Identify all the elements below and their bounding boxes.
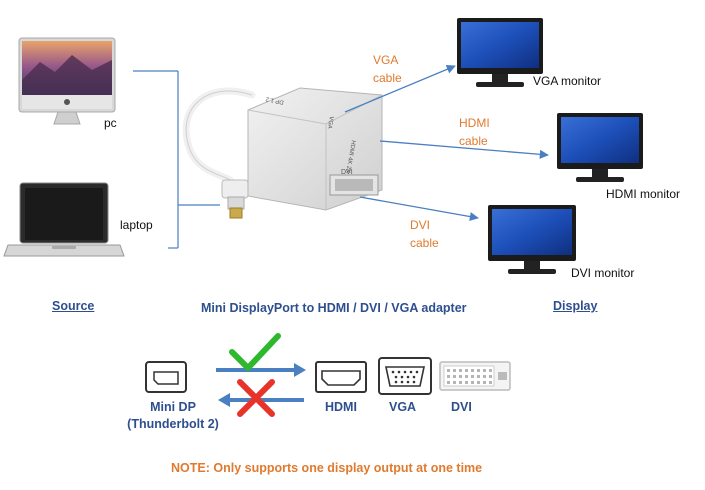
vga-port-icon bbox=[378, 357, 432, 395]
output-arrows bbox=[344, 64, 549, 222]
adapter-dp-label: DP 1.2 bbox=[265, 95, 285, 105]
adapter-hdmi-label: HDMI 4K 2K bbox=[344, 140, 356, 174]
hdmi-port-label: HDMI bbox=[325, 400, 357, 414]
forward-arrow bbox=[216, 363, 306, 377]
source-heading: Source bbox=[52, 299, 95, 313]
adapter-vga-label: VGA bbox=[326, 116, 334, 130]
mini-dp-label-line2: (Thunderbolt 2) bbox=[127, 417, 219, 431]
note-text: NOTE: Only supports one display output a… bbox=[171, 461, 483, 475]
dvi-cable-line1: DVI bbox=[410, 218, 431, 232]
hdmi-cable-line1: HDMI bbox=[459, 116, 490, 130]
dvi-port-icon bbox=[439, 361, 511, 391]
hdmi-cable-label: HDMI cable bbox=[459, 114, 490, 150]
vga-cable-line1: VGA bbox=[373, 53, 399, 67]
laptop-label: laptop bbox=[120, 218, 153, 232]
vga-monitor-icon bbox=[457, 18, 543, 87]
laptop-icon bbox=[3, 182, 125, 257]
vga-monitor-label: VGA monitor bbox=[533, 74, 602, 88]
adapter-cable bbox=[182, 87, 256, 186]
pc-icon bbox=[18, 37, 116, 125]
dvi-monitor-icon bbox=[488, 205, 576, 274]
vga-cable-label: VGA cable bbox=[373, 51, 402, 87]
hdmi-cable-line2: cable bbox=[459, 134, 488, 148]
display-heading: Display bbox=[553, 299, 598, 313]
check-icon bbox=[229, 333, 281, 371]
dvi-port-label: DVI bbox=[451, 400, 472, 414]
dvi-cable-line2: cable bbox=[410, 236, 439, 250]
adapter-body bbox=[247, 87, 383, 211]
pc-label: pc bbox=[104, 116, 117, 130]
dvi-cable-label: DVI cable bbox=[410, 216, 439, 252]
vga-cable-line2: cable bbox=[373, 71, 402, 85]
mini-dp-port-label: Mini DP (Thunderbolt 2) bbox=[120, 399, 226, 433]
cross-icon bbox=[237, 379, 275, 417]
dvi-monitor-label: DVI monitor bbox=[571, 266, 635, 280]
hdmi-monitor-icon bbox=[557, 113, 643, 182]
mini-dp-plug bbox=[221, 179, 249, 219]
adapter-dvi-label: DVI bbox=[341, 169, 353, 176]
hdmi-port-icon bbox=[315, 361, 367, 393]
mini-dp-port-icon bbox=[145, 361, 187, 393]
source-connector-lines bbox=[133, 70, 220, 249]
mini-dp-label-line1: Mini DP bbox=[150, 400, 196, 414]
adapter-heading: Mini DisplayPort to HDMI / DVI / VGA ada… bbox=[201, 301, 467, 315]
vga-port-label: VGA bbox=[389, 400, 417, 414]
hdmi-monitor-label: HDMI monitor bbox=[606, 187, 681, 201]
backward-arrow bbox=[218, 393, 304, 407]
